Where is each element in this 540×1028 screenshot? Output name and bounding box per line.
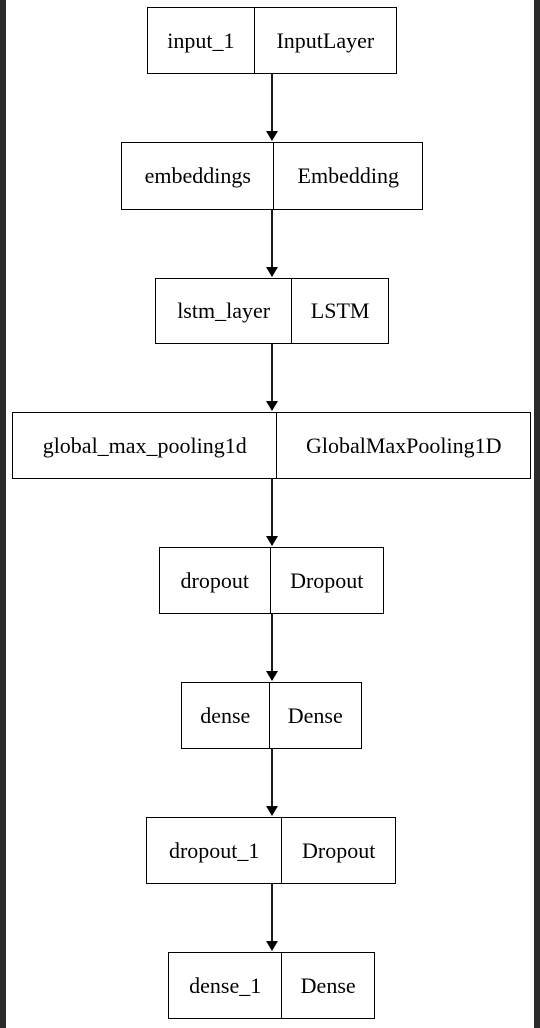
layer-name: dropout [160,548,271,613]
layer-node-input-1: input_1 InputLayer [147,7,397,74]
layer-type: Dropout [290,567,364,593]
layer-type: LSTM [310,298,370,323]
layer-node-global-max-pooling1d: global_max_pooling1d GlobalMaxPooling1D [12,412,531,479]
layer-node-dropout-1: dropout_1 Dropout [146,817,396,884]
layer-type: Dense [300,972,356,998]
layer-node-embeddings: embeddings Embedding [121,142,423,210]
layer-name: embeddings [122,143,275,209]
layer-type: GlobalMaxPooling1D [305,432,502,458]
layer-name: lstm_layer [156,279,293,343]
layer-type: Dense [287,702,343,728]
layer-name: dropout_1 [147,818,283,883]
layer-type: InputLayer [276,27,375,53]
layer-type: Embedding [297,163,399,188]
layer-name: dense_1 [169,953,283,1018]
layer-node-dense-1: dense_1 Dense [168,952,375,1019]
layer-name: input_1 [148,8,255,73]
layer-node-dense: dense Dense [181,682,362,749]
layer-type: Dropout [302,837,376,863]
layer-node-dropout: dropout Dropout [159,547,384,614]
layer-node-lstm-layer: lstm_layer LSTM [155,278,389,344]
layer-name: global_max_pooling1d [13,413,278,478]
layer-name: dense [182,683,270,748]
